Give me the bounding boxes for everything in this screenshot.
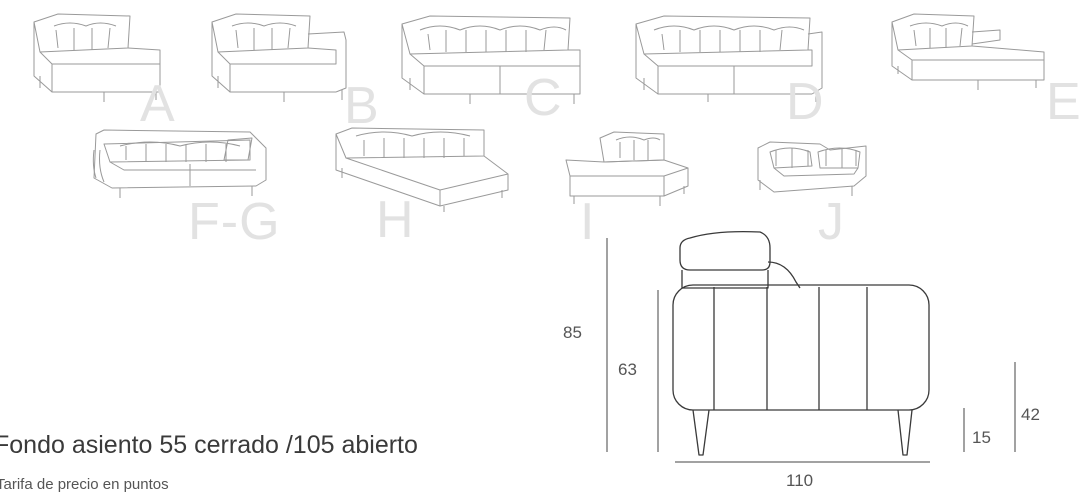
module-d-drawing — [635, 15, 823, 102]
dimension-seat-height: 42 — [1021, 405, 1040, 424]
leg-right — [897, 409, 913, 456]
backrest — [681, 270, 769, 289]
dimension-total-height: 85 — [563, 323, 582, 342]
seat-depth-caption: Fondo asiento 55 cerrado /105 abierto — [0, 431, 418, 459]
variant-label-fg: F-G — [188, 193, 281, 251]
back-cushion — [767, 261, 801, 289]
module-i-drawing — [565, 131, 689, 206]
variant-label-e: E — [1046, 73, 1082, 131]
dimension-lines — [606, 238, 1016, 463]
variant-label-j: J — [818, 193, 845, 251]
module-j-drawing — [757, 141, 867, 196]
dimension-leg-height: 15 — [972, 428, 991, 447]
leg-left — [692, 409, 710, 456]
dimension-back-height: 63 — [618, 360, 637, 379]
variant-label-h: H — [376, 191, 415, 249]
variant-label-i: I — [580, 193, 596, 251]
variant-label-d: D — [786, 73, 825, 131]
variant-label-a: A — [140, 75, 176, 133]
price-note: Tarifa de precio en puntos — [0, 476, 169, 493]
module-a-drawing — [33, 13, 161, 102]
module-e-drawing — [891, 13, 1045, 90]
seat-body — [672, 284, 930, 411]
module-h-drawing — [335, 127, 509, 212]
module-fg-drawing — [92, 129, 267, 198]
variant-label-b: B — [344, 77, 380, 135]
headrest — [679, 230, 771, 271]
dimension-width: 110 — [786, 471, 814, 490]
module-c-drawing — [401, 15, 581, 104]
variant-label-c: C — [524, 69, 563, 127]
side-elevation-drawing — [672, 230, 930, 456]
module-b-drawing — [211, 13, 347, 102]
